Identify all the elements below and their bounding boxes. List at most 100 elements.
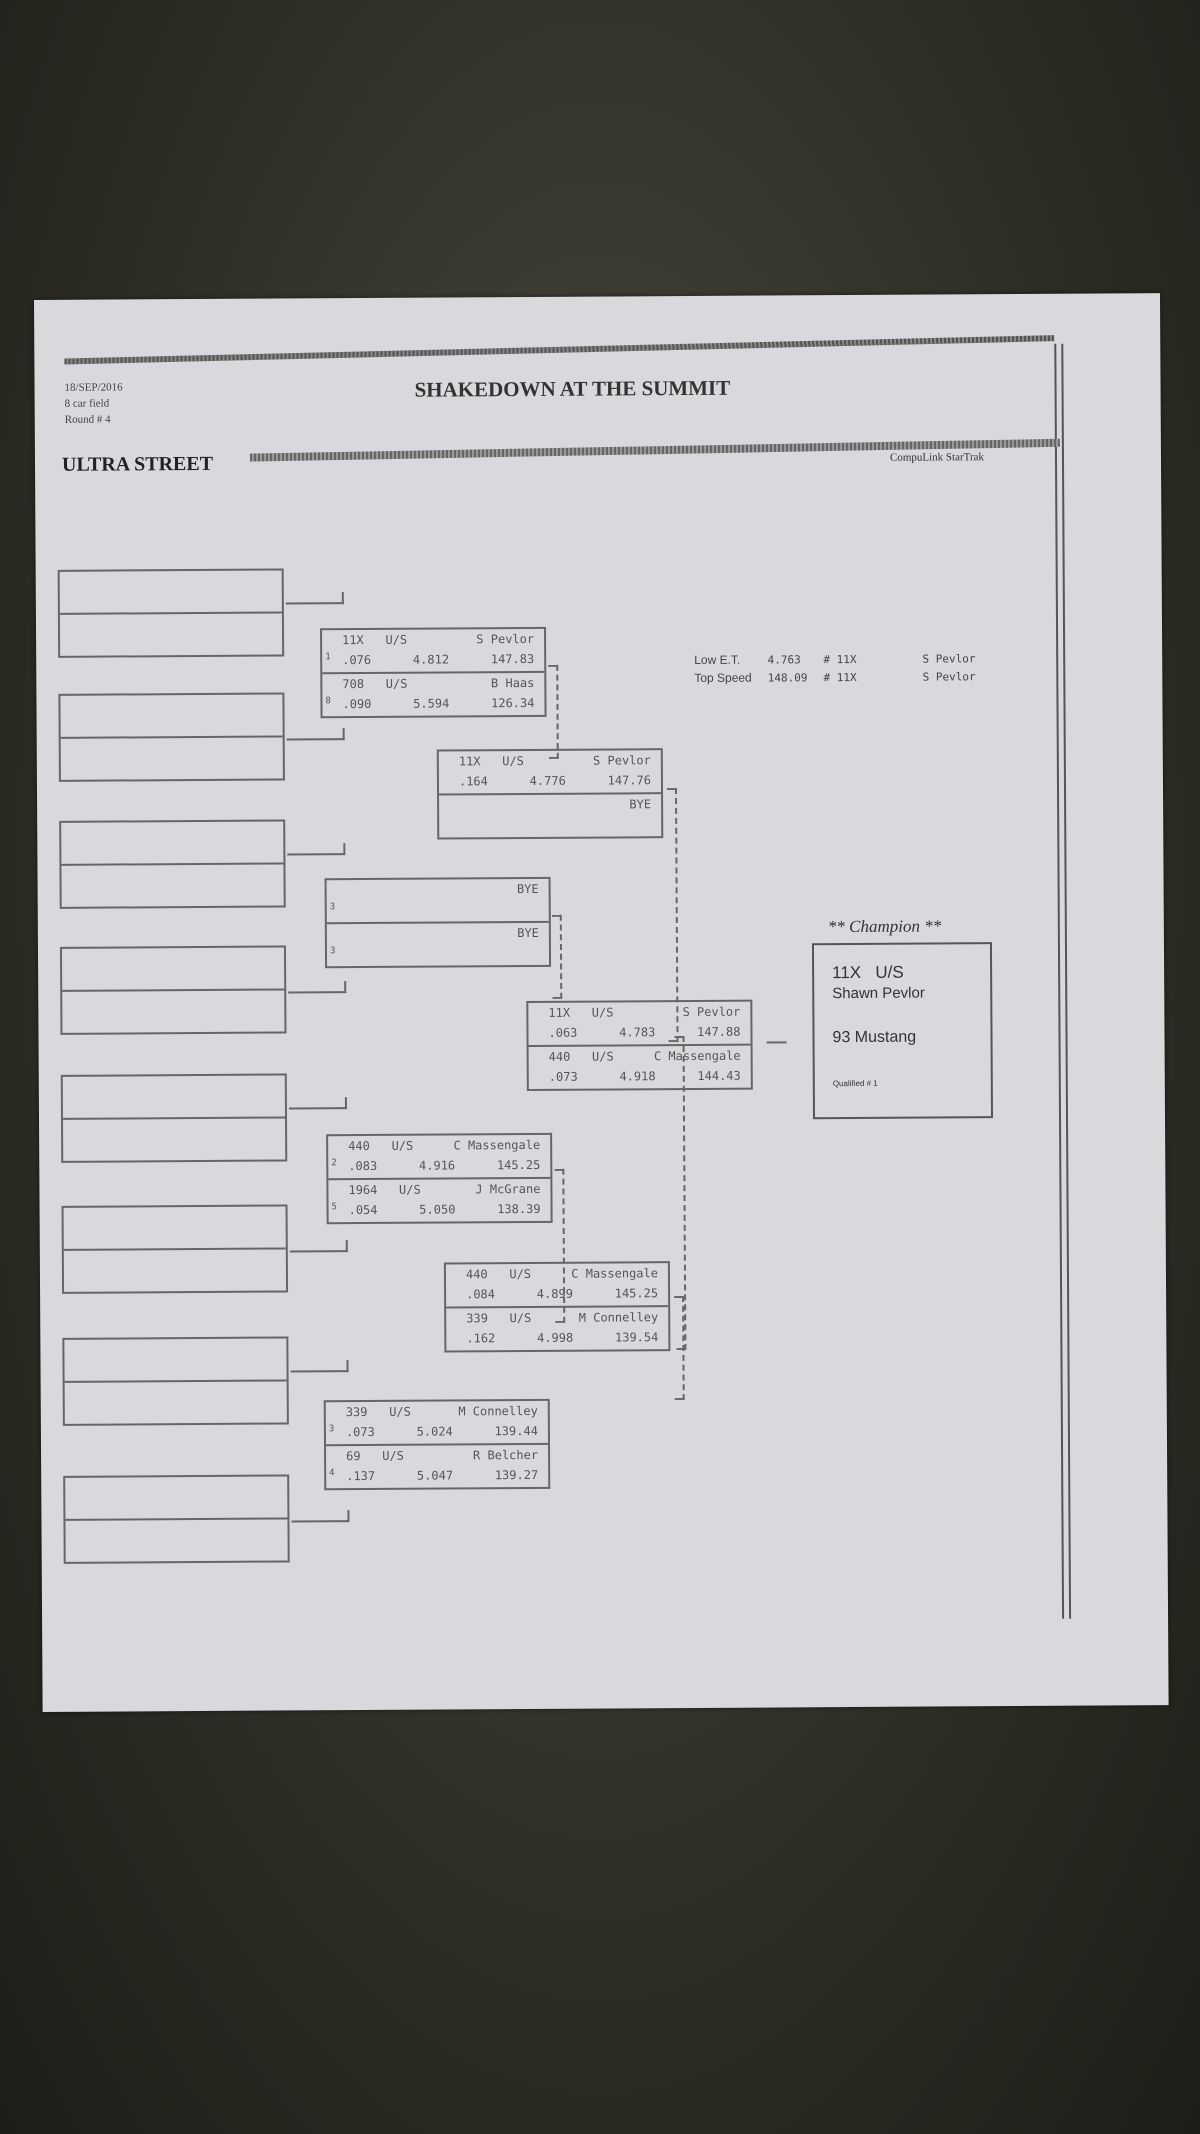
right-rule [1054,343,1072,1619]
reaction-time: .076 [342,652,372,668]
car-number: 11X [548,1005,571,1020]
car-class: U/S [591,1049,614,1064]
elapsed-time: 4.916 [418,1158,456,1173]
champion-class: U/S [875,962,904,982]
reaction-time: .083 [348,1158,378,1174]
reaction-time: .054 [348,1202,378,1218]
car-class: U/S [382,1448,404,1463]
speed: 139.54 [614,1330,659,1345]
slot-divider [63,1247,286,1251]
seed: 3 [328,1424,335,1435]
top-speed-car: # 11X [823,670,857,684]
slot-divider [62,988,285,992]
champion-box: 11X U/S Shawn Pevlor 93 Mustang Qualifie… [811,942,994,1120]
seed: 2 [331,1158,337,1169]
driver: B Haas [490,675,535,691]
driver: S Pevlor [592,753,651,768]
empty-entry-slot [58,692,285,782]
car-class: U/S [398,1182,421,1197]
driver: C Massengale [571,1266,658,1281]
top-speed-value: 148.09 [767,670,808,685]
bracket-dashed-connector [551,914,563,999]
bracket-connector [290,1360,349,1373]
speed: 145.25 [614,1286,659,1301]
top-speed-row: Top Speed 148.09 # 11X S Pevlor [694,668,989,686]
speed: 147.88 [697,1024,741,1039]
car-number: 440 [348,1138,370,1154]
car-class: U/S [385,632,408,647]
reaction-time: .084 [466,1287,496,1302]
top-rule [64,335,1055,365]
speed: 139.44 [494,1423,538,1439]
champion-heading: ** Champion ** [827,916,942,937]
elapsed-time: 5.047 [416,1468,454,1483]
stats-table: Low E.T. 4.763 # 11X S Pevlor Top Speed 148.… [692,648,991,688]
bracket-connector [288,1097,347,1110]
bracket-dashed-connector [666,788,679,1043]
reaction-time: .090 [342,696,372,712]
reaction-time: .137 [346,1468,376,1484]
speed: 144.43 [697,1068,741,1083]
final-connector [766,1041,787,1044]
slot-divider [62,1116,286,1120]
reaction-time: .073 [345,1424,375,1440]
seed: 3 [329,946,336,957]
low-et-driver: S Pevlor [922,651,976,666]
elapsed-time: 4.776 [529,773,566,788]
seed: 8 [325,696,331,707]
event-title: SHAKEDOWN AT THE SUMMIT [414,375,731,402]
driver: BYE [517,925,539,941]
car-class: U/S [502,754,524,769]
elapsed-time: 5.024 [416,1424,453,1439]
speed: 145.25 [496,1157,541,1173]
low-et-label: Low E.T. [694,652,741,667]
lane-b: BYE 3 [326,920,550,967]
car-number: 69 [346,1449,361,1464]
bracket-sheet: 18/SEP/2016 8 car field Round # 4 SHAKED… [34,293,1169,1712]
elapsed-time: 4.783 [619,1025,656,1040]
bracket-connector [286,728,345,741]
seed: 4 [329,1468,335,1479]
car-class: U/S [509,1266,532,1282]
speed: 147.83 [490,651,535,667]
driver: J McGrane [475,1181,541,1197]
seed: 3 [329,902,336,913]
car-number: 339 [466,1311,488,1326]
driver: C Massengale [653,1048,741,1064]
reaction-time: .063 [548,1025,578,1040]
car-number: 339 [345,1404,368,1420]
top-speed-label: Top Speed [694,670,752,685]
lane-a: BYE 3 [327,879,549,922]
speed: 139.27 [494,1467,539,1483]
car-number: 11X [342,632,364,648]
date: 18/SEP/2016 [64,381,123,394]
elapsed-time: 5.594 [413,696,450,711]
empty-entry-slot [62,1336,289,1426]
reaction-time: .164 [458,774,488,789]
car-number: 708 [342,676,365,692]
top-speed-driver: S Pevlor [922,669,976,684]
champion-vehicle: 93 Mustang [832,1028,917,1047]
bracket-connector [287,843,346,856]
reaction-time: .073 [548,1069,578,1084]
slot-divider [59,611,282,615]
car-class: U/S [391,1138,414,1153]
class-name: ULTRA STREET [61,452,214,476]
speed: 138.39 [497,1201,541,1217]
seed: 1 [325,652,331,663]
bracket-connector [288,981,347,994]
low-et-value: 4.763 [767,652,801,667]
champion-qualified: Qualified # 1 [832,1078,878,1089]
champion-car: 11X U/S [832,963,904,983]
